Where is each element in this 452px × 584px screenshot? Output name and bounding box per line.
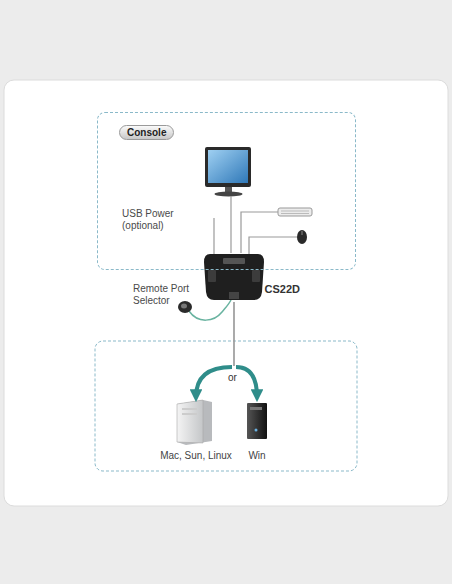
or-label: or (226, 372, 239, 384)
pc-tower (247, 403, 267, 439)
device-label: CS22D (265, 283, 300, 295)
kvm-switch-node: CS22D (204, 252, 300, 302)
tower-computer (177, 400, 212, 445)
win-computer: Win (236, 399, 278, 461)
kvm-switch (204, 254, 264, 300)
mac-sun-linux-computer: Mac, Sun, Linux (160, 399, 232, 461)
keyboard (278, 208, 312, 216)
mouse (297, 230, 307, 244)
card (4, 80, 448, 506)
selector-label: Remote Port Selector (133, 283, 195, 307)
device-label: Win (230, 450, 284, 461)
region-heading: Console (119, 125, 174, 140)
monitor (205, 147, 251, 197)
remote-port-selector (178, 301, 192, 313)
power-label: USB Power (optional) (122, 208, 188, 232)
console-region: Console (97, 112, 356, 270)
console-cables (214, 196, 297, 255)
computer-region (95, 341, 357, 471)
device-label: Mac, Sun, Linux (150, 450, 242, 461)
selector-cable (189, 300, 231, 320)
